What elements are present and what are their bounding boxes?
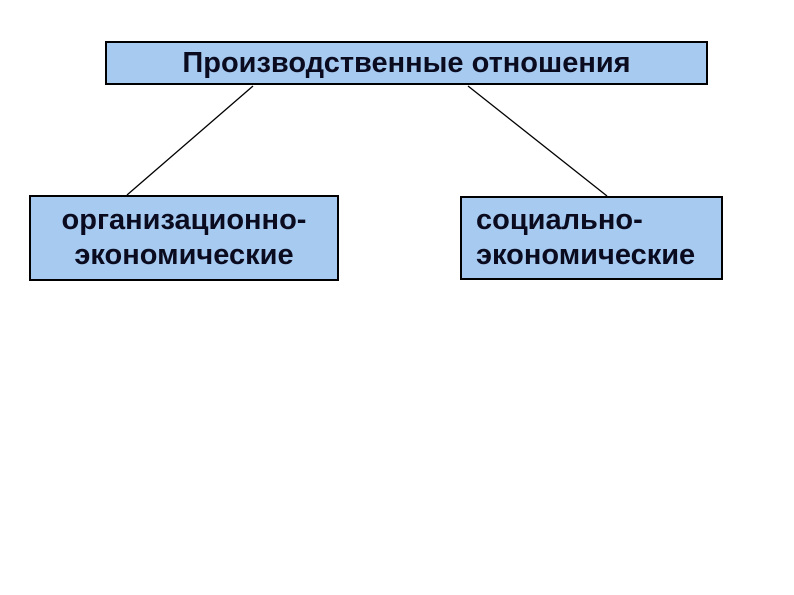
node-organizational-economic-label: организационно- экономические <box>61 204 307 271</box>
node-organizational-economic: организационно- экономические <box>29 195 339 281</box>
connector-right <box>467 85 608 197</box>
node-production-relations: Производственные отношения <box>105 41 708 85</box>
node-social-economic-label: социально- экономические <box>476 204 696 271</box>
connector-left <box>126 85 254 196</box>
node-production-relations-label: Производственные отношения <box>182 46 631 79</box>
node-social-economic: социально- экономические <box>460 196 723 280</box>
